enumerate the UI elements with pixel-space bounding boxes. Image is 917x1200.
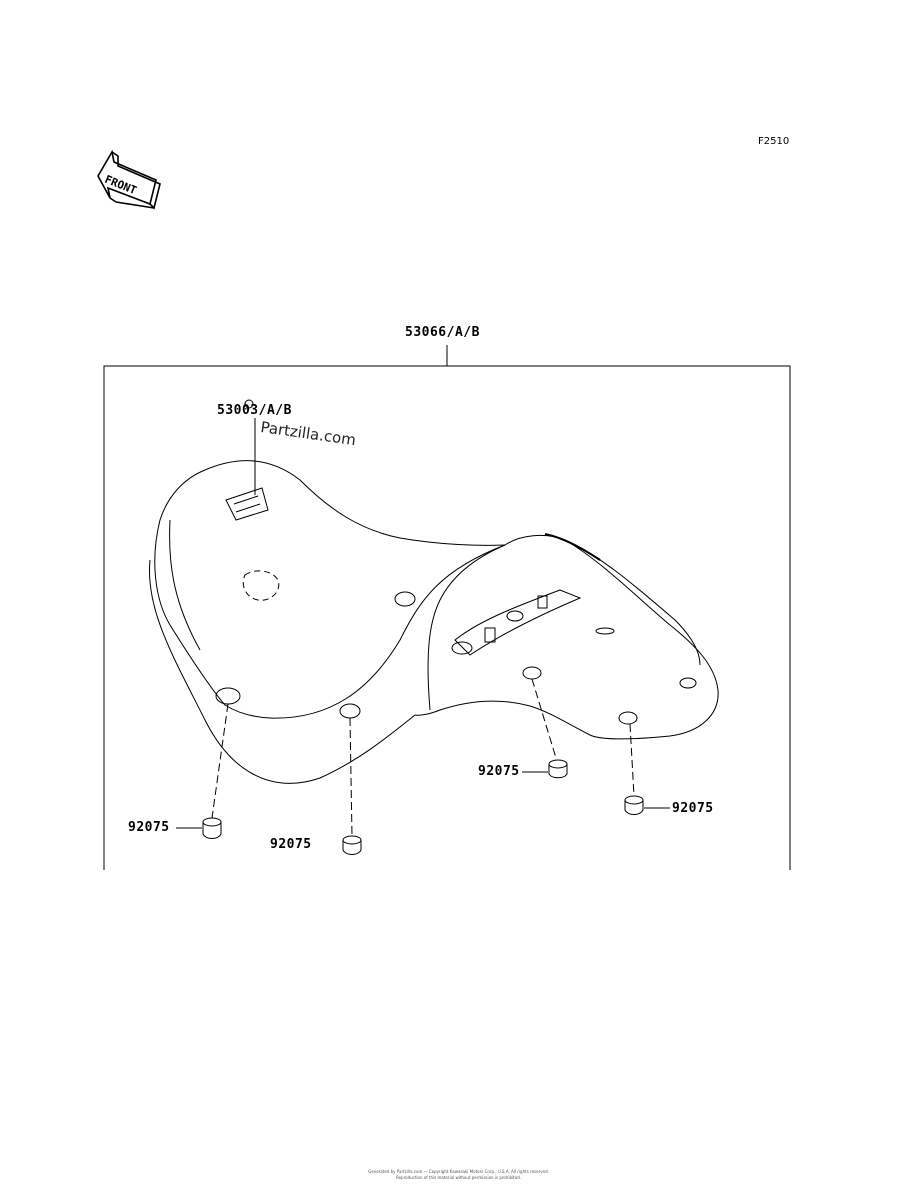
- figure-id: F2510: [758, 136, 790, 147]
- front-arrow-icon: FRONT: [97, 149, 161, 210]
- damper-4-drawing: [624, 723, 670, 815]
- footer-line-1: Generated by Partzilla.com — Copyright K…: [368, 1169, 549, 1174]
- part-label-tag[interactable]: 53003/A/B: [217, 403, 292, 418]
- part-label-damper-3[interactable]: 92075: [478, 764, 520, 779]
- footer-line-2: Reproduction of this material without pe…: [395, 1175, 522, 1180]
- assembly-bracket: [103, 345, 791, 870]
- part-label-damper-4[interactable]: 92075: [672, 801, 714, 816]
- damper-2-drawing: [342, 717, 362, 855]
- seat-drawing: [148, 460, 719, 784]
- part-label-damper-2[interactable]: 92075: [270, 837, 312, 852]
- part-label-seat[interactable]: 53066/A/B: [405, 325, 480, 340]
- damper-3-drawing: [522, 678, 568, 779]
- damper-1-drawing: [176, 703, 229, 839]
- registered-mark-icon: [244, 399, 254, 409]
- part-label-damper-1[interactable]: 92075: [128, 820, 170, 835]
